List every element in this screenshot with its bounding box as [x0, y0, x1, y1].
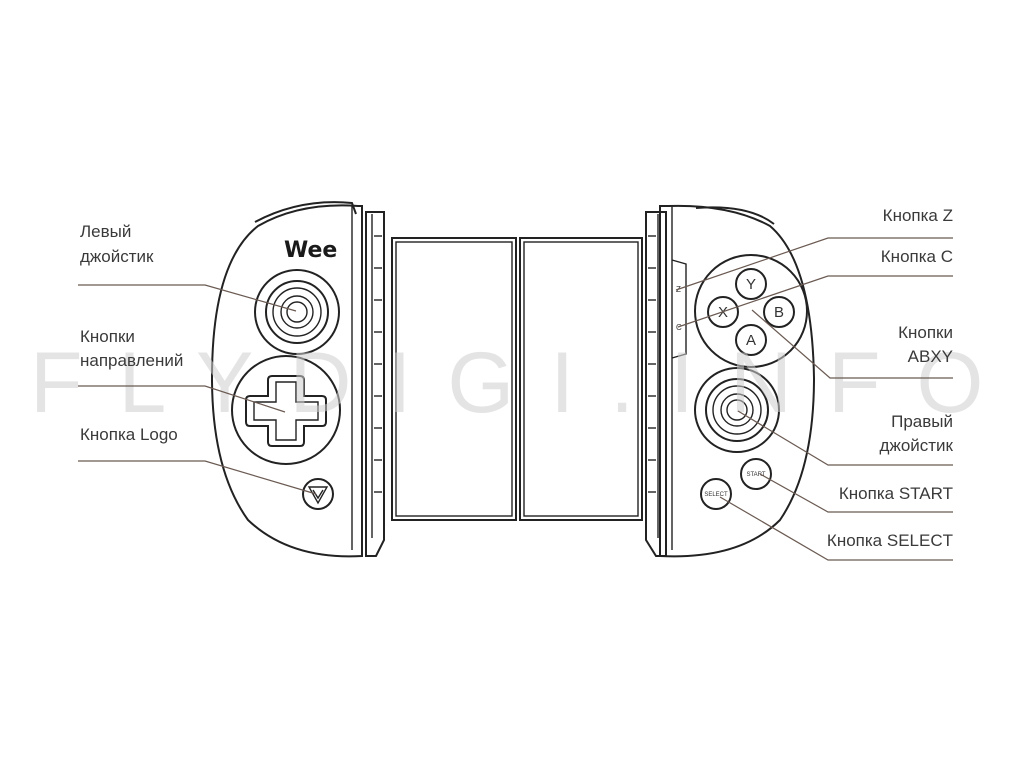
- logo-button[interactable]: [302, 478, 334, 510]
- c-button[interactable]: C: [676, 323, 682, 332]
- a-button[interactable]: A: [735, 324, 767, 356]
- b-button[interactable]: B: [763, 296, 795, 328]
- x-button[interactable]: X: [707, 296, 739, 328]
- leader-c: [677, 275, 953, 328]
- phone-holder: [391, 237, 643, 521]
- left-grip: [210, 201, 385, 558]
- left-grip-body: [210, 204, 363, 558]
- leader-abxy: [751, 309, 953, 379]
- left-stick[interactable]: [254, 269, 340, 355]
- leader-z: [675, 237, 953, 291]
- svg-text:SELECT: SELECT: [704, 492, 728, 498]
- leader-logo: [78, 460, 317, 495]
- y-button[interactable]: Y: [735, 268, 767, 300]
- label-logo-button: Кнопка Logo: [80, 425, 178, 444]
- flydigi-logo-icon: [307, 486, 329, 505]
- leader-start: [759, 473, 953, 513]
- label-dpad-2: направлений: [80, 351, 183, 370]
- wee-logo: Wee: [284, 238, 337, 263]
- label-abxy-2: ABXY: [908, 347, 953, 366]
- svg-text:A: A: [746, 332, 756, 349]
- right-rail: [645, 211, 667, 557]
- right-stick[interactable]: [694, 367, 780, 453]
- label-dpad-1: Кнопки: [80, 327, 135, 346]
- abxy-cluster: Y X B A: [694, 254, 808, 368]
- svg-text:START: START: [746, 472, 765, 478]
- right-grip-body: [659, 204, 816, 558]
- label-left-stick-2: джойстик: [80, 247, 154, 266]
- svg-text:Y: Y: [746, 276, 756, 293]
- label-z-button: Кнопка Z: [883, 206, 953, 225]
- svg-text:B: B: [774, 304, 784, 321]
- label-c-button: Кнопка C: [881, 247, 953, 266]
- label-left-stick-1: Левый: [80, 222, 131, 241]
- svg-text:C: C: [676, 323, 682, 332]
- left-rail: [365, 211, 385, 557]
- label-right-stick-1: Правый: [891, 412, 953, 431]
- right-grip: [645, 204, 816, 558]
- watermark: FLYDIGI.INFO: [30, 335, 1019, 431]
- leader-right-stick: [737, 410, 953, 466]
- label-start-button: Кнопка START: [839, 484, 953, 503]
- leader-left-stick: [78, 284, 297, 312]
- label-select-button: Кнопка SELECT: [827, 531, 953, 550]
- labels: Левый джойстик Кнопки направлений Кнопка…: [80, 206, 954, 550]
- leader-dpad: [78, 385, 286, 413]
- leader-select: [719, 496, 953, 561]
- leader-lines: [78, 237, 953, 561]
- start-button[interactable]: START: [740, 458, 772, 490]
- svg-text:X: X: [718, 304, 728, 321]
- select-button[interactable]: SELECT: [700, 478, 732, 510]
- label-right-stick-2: джойстик: [880, 436, 954, 455]
- label-abxy-1: Кнопки: [898, 323, 953, 342]
